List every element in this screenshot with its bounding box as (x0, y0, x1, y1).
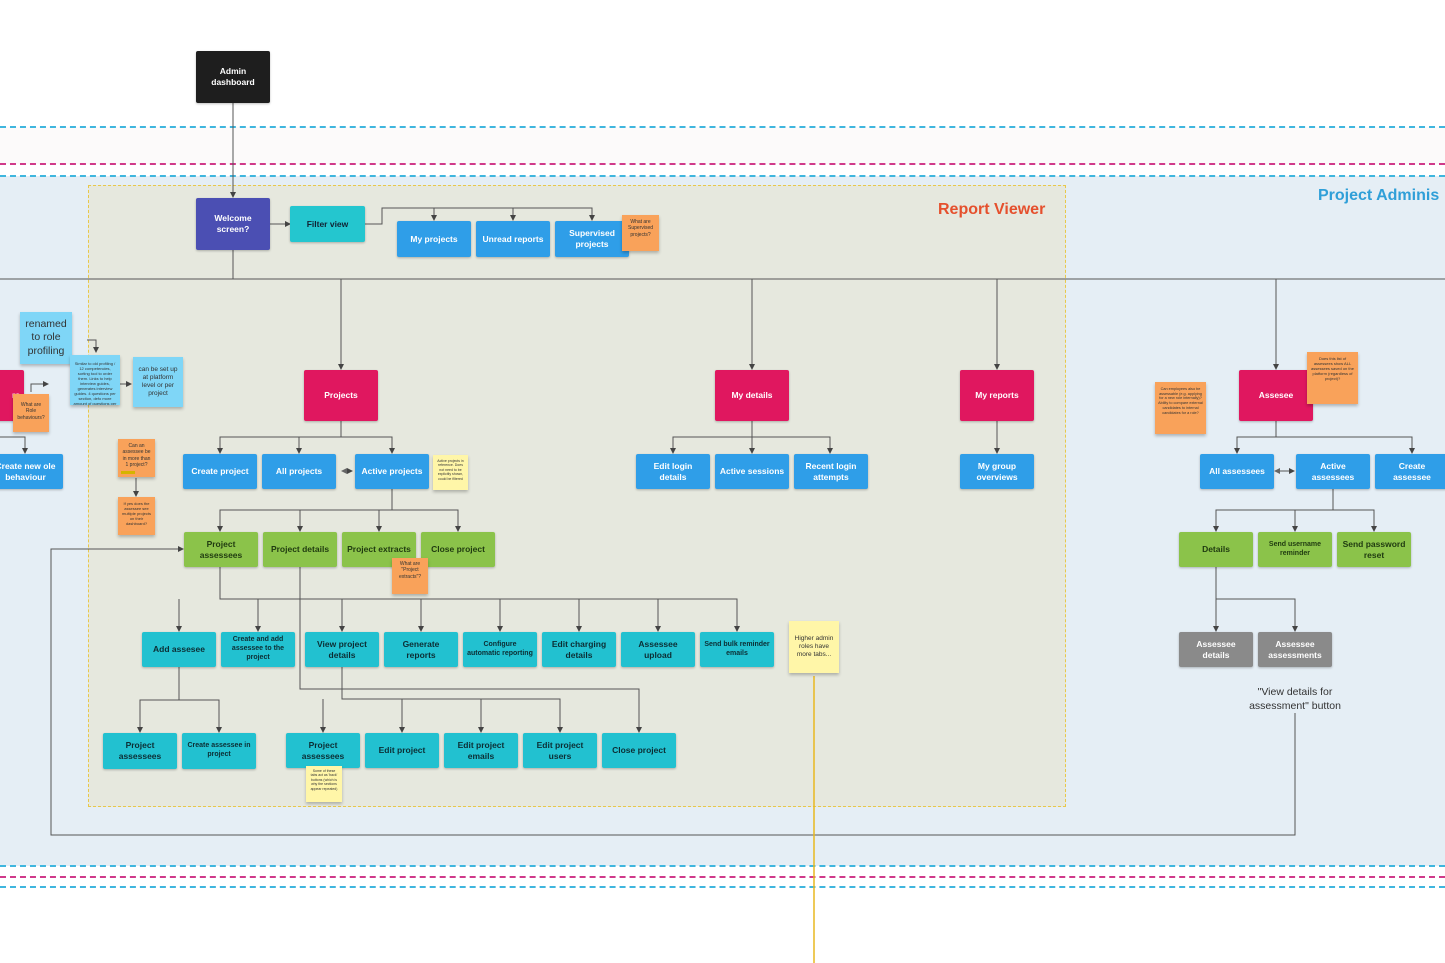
supervised-projects-node[interactable]: Supervised projects (555, 221, 629, 257)
welcome-screen-node[interactable]: Welcome screen? (196, 198, 270, 250)
admin-dashboard-node[interactable]: Admin dashboard (196, 51, 270, 103)
create-and-add-assessee-node[interactable]: Create and add assessee to the project (221, 632, 295, 667)
can-employees-be-assessed-sticky: Can employees also be assessable (e.g. a… (1155, 382, 1206, 434)
generate-reports-node[interactable]: Generate reports (384, 632, 458, 667)
assessee-assessments-node[interactable]: Assessee assessments (1258, 632, 1332, 667)
view-details-caption: "View details for assessment" button (1249, 686, 1341, 713)
some-of-these-tabs-sticky: Some of these tabs act as 'back' buttons… (306, 766, 342, 802)
what-are-supervised-projects-sticky: What are Supervised projects? (622, 215, 659, 251)
my-group-overviews-node[interactable]: My group overviews (960, 454, 1034, 489)
assessee-upload-node[interactable]: Assessee upload (621, 632, 695, 667)
unread-reports-node[interactable]: Unread reports (476, 221, 550, 257)
configure-automatic-reporting-node[interactable]: Configure automatic reporting (463, 632, 537, 667)
project-assessees-node[interactable]: Project assessees (184, 532, 258, 567)
active-projects-node[interactable]: Active projects (355, 454, 429, 489)
role-profiling-note-sticky: Similar to old profiling / 12 competenci… (70, 355, 120, 405)
top-lane-band (0, 127, 1445, 164)
my-details-node[interactable]: My details (715, 370, 789, 421)
filter-view-node[interactable]: Filter view (290, 206, 365, 242)
create-assessee-node[interactable]: Create assessee (1375, 454, 1445, 489)
what-are-project-extracts-sticky: What are "Project extracts"? (392, 558, 428, 594)
all-projects-node[interactable]: All projects (262, 454, 336, 489)
close-project-node[interactable]: Close project (421, 532, 495, 567)
project-details-node[interactable]: Project details (263, 532, 337, 567)
view-project-details-node[interactable]: View project details (305, 632, 379, 667)
does-list-show-all-sticky: Does this list of assessees show ALL ass… (1307, 352, 1358, 404)
my-projects-node[interactable]: My projects (397, 221, 471, 257)
all-assessees-node[interactable]: All assessees (1200, 454, 1274, 489)
close-project-tab-node[interactable]: Close project (602, 733, 676, 768)
project-assessees-tab-node[interactable]: Project assessees (286, 733, 360, 768)
active-assessees-node[interactable]: Active assessees (1296, 454, 1370, 489)
create-project-node[interactable]: Create project (183, 454, 257, 489)
edit-project-emails-node[interactable]: Edit project emails (444, 733, 518, 768)
report-viewer-title: Report Viewer (938, 201, 1046, 218)
assesee-node[interactable]: Assesee (1239, 370, 1313, 421)
lane-divider (0, 876, 1445, 878)
edit-login-details-node[interactable]: Edit login details (636, 454, 710, 489)
report-viewer-region (88, 185, 1066, 807)
project-assessees-leaf-node[interactable]: Project assessees (103, 733, 177, 769)
add-assesee-node[interactable]: Add assesee (142, 632, 216, 667)
details-node[interactable]: Details (1179, 532, 1253, 567)
create-assessee-in-project-node[interactable]: Create assessee in project (182, 733, 256, 769)
send-username-reminder-node[interactable]: Send username reminder (1258, 532, 1332, 567)
create-new-role-behaviour-node[interactable]: Create new ole behaviour (0, 454, 63, 489)
renamed-to-role-profiling-sticky: renamed to role profiling (20, 312, 72, 364)
active-sessions-node[interactable]: Active sessions (715, 454, 789, 489)
higher-admin-roles-sticky: Higher admin roles have more tabs... (789, 621, 839, 673)
lane-divider (0, 175, 1445, 177)
edit-charging-details-node[interactable]: Edit charging details (542, 632, 616, 667)
lane-divider (0, 126, 1445, 128)
what-are-role-behaviours-sticky: What are Role behaviours? (13, 394, 49, 432)
edit-project-node[interactable]: Edit project (365, 733, 439, 768)
lane-divider (0, 886, 1445, 888)
active-projects-note-sticky: Active projects in reference. Does not n… (433, 455, 468, 490)
my-reports-node[interactable]: My reports (960, 370, 1034, 421)
recent-login-attempts-node[interactable]: Recent login attempts (794, 454, 868, 489)
can-assessee-be-in-more-sticky: Can an assessee be in more than 1 projec… (118, 439, 155, 477)
lane-divider (0, 865, 1445, 867)
if-yes-sticky: If yes does the assessee see multiple pr… (118, 497, 155, 535)
assessee-details-node[interactable]: Assessee details (1179, 632, 1253, 667)
send-password-reset-node[interactable]: Send password reset (1337, 532, 1411, 567)
edit-project-users-node[interactable]: Edit project users (523, 733, 597, 768)
can-be-set-up-sticky: can be set up at platform level or per p… (133, 357, 183, 407)
projects-node[interactable]: Projects (304, 370, 378, 421)
project-admin-title: Project Adminis (1318, 187, 1440, 204)
send-bulk-reminder-node[interactable]: Send bulk reminder emails (700, 632, 774, 667)
lane-divider (0, 163, 1445, 165)
